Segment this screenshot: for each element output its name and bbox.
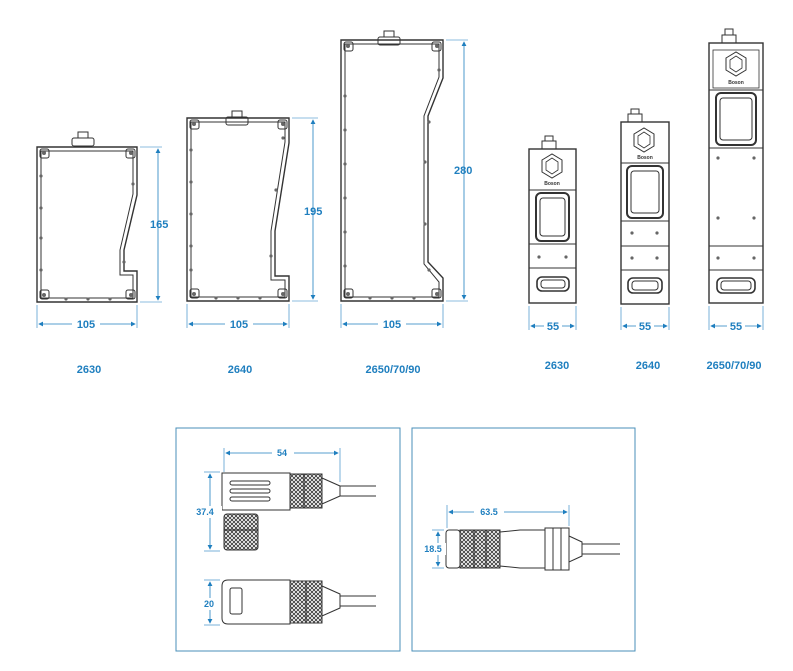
dimension-2640-height <box>292 117 318 302</box>
side-view-2640-label: 2640 <box>228 364 252 376</box>
dimension-front-2640-width-label: 55 <box>639 321 651 333</box>
side-view-2630-label: 2630 <box>77 364 101 376</box>
connector-panel-straight <box>411 427 636 652</box>
front-view-2630-label: 2630 <box>545 360 569 372</box>
dimension-connector-37-label: 37.4 <box>196 507 214 517</box>
right-angle-connector-bottom <box>221 579 376 625</box>
dimension-front-2640-width <box>620 307 670 332</box>
logo-2630-text: Boson <box>544 181 560 187</box>
dimension-connector-20 <box>198 579 220 626</box>
logo-2640 <box>633 127 655 153</box>
dimension-front-2650-width-label: 55 <box>730 321 742 333</box>
right-angle-connector-top <box>221 472 376 551</box>
front-view-2640 <box>620 108 670 305</box>
dimension-2630-height <box>140 146 162 303</box>
straight-connector <box>445 527 620 571</box>
logo-2630 <box>541 153 563 179</box>
side-view-2630 <box>36 131 138 303</box>
front-view-2630 <box>528 135 577 304</box>
dimension-connector-37 <box>192 471 222 552</box>
dimension-2640-width <box>186 304 290 330</box>
dimension-2640-height-label: 195 <box>304 206 322 218</box>
dimension-connector-20-label: 20 <box>204 599 214 609</box>
dimension-2630-width-label: 105 <box>77 319 95 331</box>
logo-2650-text: Boson <box>728 80 744 86</box>
dimension-connector-63-label: 63.5 <box>480 507 498 517</box>
dimension-connector-18-label: 18.5 <box>424 544 442 554</box>
dimension-front-2630-width-label: 55 <box>547 321 559 333</box>
dimension-connector-54 <box>223 448 341 482</box>
connector-panel-right-angle <box>175 427 401 652</box>
dimension-2650-height <box>446 39 468 302</box>
logo-2650 <box>712 49 760 89</box>
front-view-2640-label: 2640 <box>636 360 660 372</box>
front-view-2650 <box>708 28 764 304</box>
side-view-2640 <box>186 110 290 302</box>
dimension-2640-width-label: 105 <box>230 319 248 331</box>
dimension-2650-width <box>340 304 444 330</box>
side-view-2650-label: 2650/70/90 <box>365 364 420 376</box>
dimension-connector-63 <box>446 505 570 528</box>
side-view-2650 <box>340 30 444 302</box>
dimension-2630-width <box>36 305 138 330</box>
dimension-2650-height-label: 280 <box>454 165 472 177</box>
logo-2640-text: Boson <box>637 155 653 161</box>
front-view-2650-label: 2650/70/90 <box>706 360 761 372</box>
dimension-front-2630-width <box>528 306 577 332</box>
dimension-2630-height-label: 165 <box>150 219 168 231</box>
dimension-2650-width-label: 105 <box>383 319 401 331</box>
dimension-connector-18 <box>420 529 446 569</box>
dimension-front-2650-width <box>708 306 764 332</box>
dimension-connector-54-label: 54 <box>277 448 287 458</box>
